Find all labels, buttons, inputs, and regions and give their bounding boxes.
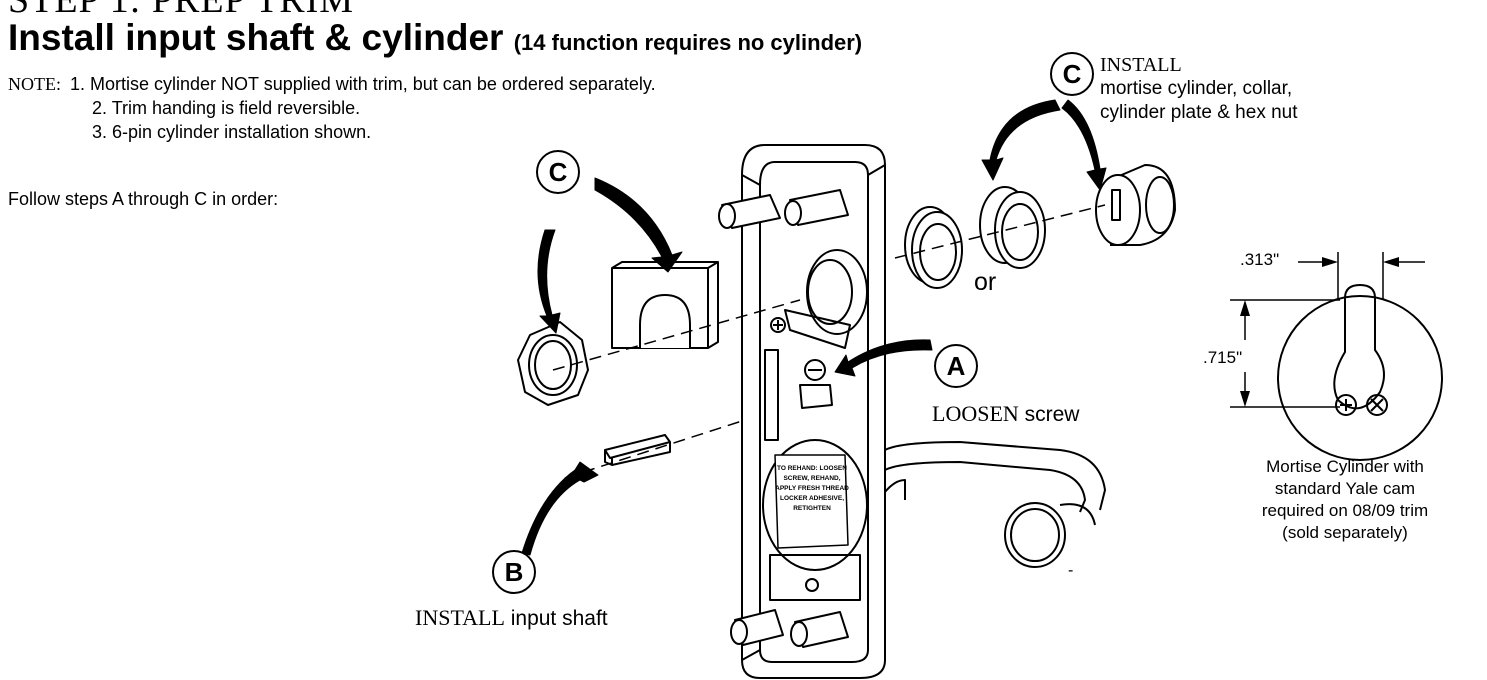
callout-a-badge: A	[934, 344, 978, 388]
cylinder-plate	[611, 261, 719, 349]
cam-caption-line-3: required on 08/09 trim	[1261, 501, 1429, 520]
plate-engraving: TO REHAND: LOOSEN SCREW, REHAND, APPLY F…	[775, 465, 849, 512]
callout-c-badge-top: C	[1050, 52, 1094, 96]
plate-line-1: TO REHAND: LOOSEN	[777, 465, 847, 472]
cam-caption-line-1: Mortise Cylinder with	[1266, 457, 1424, 476]
instruction-text: Follow steps A through C in order:	[8, 189, 279, 209]
plate-line-3: APPLY FRESH THREAD	[775, 485, 849, 492]
callout-a-label: LOOSEN screw	[932, 401, 1080, 427]
plate-line-4: LOCKER ADHESIVE,	[780, 495, 844, 502]
callout-c-title: INSTALL	[1100, 54, 1182, 76]
cam-caption-line-2: standard Yale cam	[1274, 479, 1416, 498]
or-text: or	[974, 268, 997, 296]
mortise-cylinder-part	[1095, 164, 1176, 246]
collar-rings	[904, 186, 1046, 289]
hex-nut	[517, 321, 589, 406]
lever-handle	[884, 441, 1106, 568]
input-shaft-part	[604, 434, 671, 466]
note-item-2: 2. Trim handing is field reversible.	[92, 98, 361, 118]
cam-caption-line-4: (sold separately)	[1282, 523, 1408, 542]
dim-height-label: .715"	[1203, 348, 1243, 367]
plate-line-2: SCREW, REHAND,	[783, 475, 840, 482]
title-text: Install input shaft & cylinder	[8, 17, 504, 58]
dim-width-label: .313"	[1240, 250, 1280, 269]
page-title: Install input shaft & cylinder (14 funct…	[8, 17, 862, 64]
escutcheon-plate	[741, 144, 886, 679]
plate-line-5: RETIGHTEN	[793, 505, 831, 512]
title-note: (14 function requires no cylinder)	[513, 30, 863, 55]
note-prefix: NOTE:	[8, 74, 61, 94]
callout-c-badge-left: C	[536, 150, 580, 194]
note-item-1: 1. Mortise cylinder NOT supplied with tr…	[70, 74, 656, 94]
callout-b-badge: B	[492, 550, 536, 594]
cam-detail-drawing	[1277, 284, 1443, 461]
step-heading: STEP 1: PREP TRIM	[8, 0, 355, 21]
mounting-posts	[718, 189, 849, 648]
callout-c-line2: mortise cylinder, collar,	[1100, 78, 1293, 99]
stray-dash: -	[1068, 562, 1074, 579]
callout-c-line3: cylinder plate & hex nut	[1100, 102, 1298, 123]
callout-b-label: INSTALL input shaft	[415, 605, 608, 631]
cam-caption: Mortise Cylinder with standard Yale cam …	[1260, 456, 1430, 544]
note-item-3: 3. 6-pin cylinder installation shown.	[92, 122, 372, 142]
